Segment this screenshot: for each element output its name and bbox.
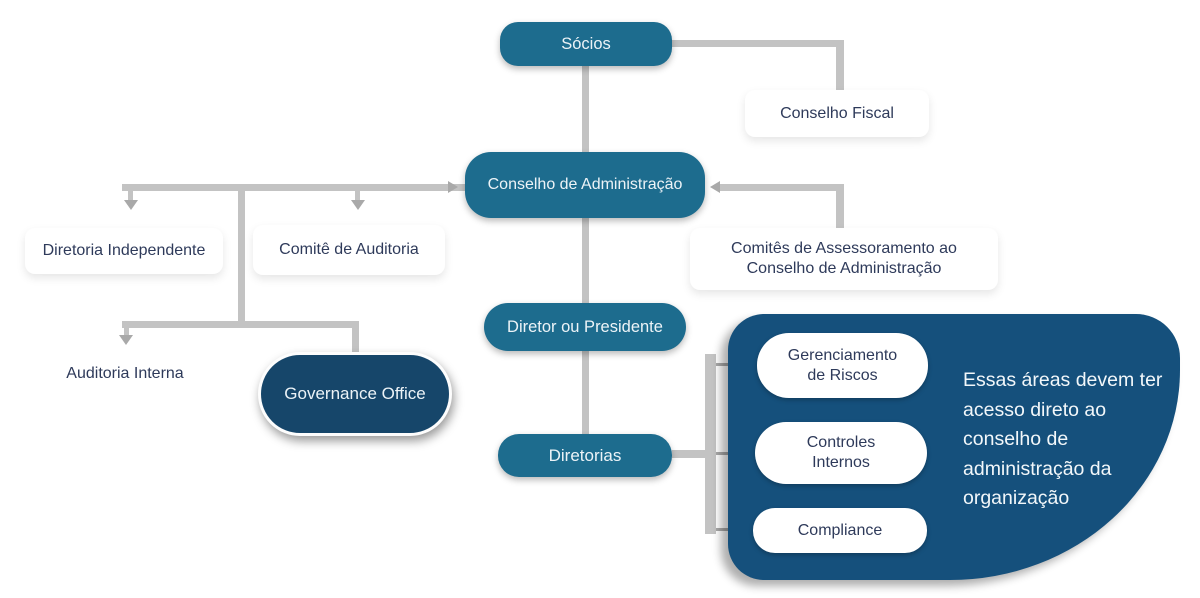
node-gerenciamento-riscos: Gerenciamento de Riscos [757,333,928,398]
node-auditoria-interna: Auditoria Interna [40,352,210,396]
node-controles-internos: Controles Internos [755,422,927,484]
connector-governance-v [352,324,359,352]
connector-socios-conselho [582,66,589,154]
node-label: Comitê de Auditoria [279,241,419,258]
node-comite-auditoria: Comitê de Auditoria [253,225,445,275]
node-diretoria-independente: Diretoria Independente [25,228,223,274]
node-label: Diretoria Independente [42,242,206,259]
arrow-down-comite-auditoria-icon [351,200,365,210]
node-label: Auditoria Interna [66,365,184,382]
arrow-down-auditoria-interna-icon [119,335,133,345]
node-label: Compliance [797,521,883,539]
stub-auditoria-interna [124,328,129,336]
connector-comites-h [720,184,843,191]
connector-diretor-diretorias [582,351,589,435]
node-label: Controles Internos [806,434,876,471]
connector-socios-fiscal-v [836,40,844,92]
node-label: Gerenciamento de Riscos [787,346,898,384]
connector-diretorias-blob-h [672,450,706,458]
node-label: Conselho de Administração [487,176,683,193]
node-socios: Sócios [500,22,672,66]
connector-socios-fiscal-h [672,40,843,47]
connector-comites-v [836,184,844,230]
node-label: Conselho Fiscal [780,104,894,122]
node-conselho-administracao: Conselho de Administração [465,152,705,218]
arrow-into-conselho-left-icon [448,181,458,193]
connector-left-branch-v [238,185,245,328]
connector-left-branch-h [122,184,466,191]
node-label: Comitês de Assessoramento ao Conselho de… [731,240,957,277]
node-compliance: Compliance [753,508,927,553]
node-label: Diretor ou Presidente [507,317,663,336]
connector-sublevel-h [122,321,359,328]
node-governance-office: Governance Office [258,352,452,436]
node-comites-assessoramento: Comitês de Assessoramento ao Conselho de… [690,228,998,290]
stub-diretoria-independente [128,190,133,200]
node-conselho-fiscal: Conselho Fiscal [745,90,929,137]
node-label: Diretorias [548,445,622,465]
stub-comite-auditoria [355,190,360,200]
arrow-into-conselho-right-icon [710,181,720,193]
node-diretorias: Diretorias [498,434,672,477]
connector-blob-spine-v [705,354,716,534]
arrow-down-diretoria-independente-icon [124,200,138,210]
blob-note-text: Essas áreas devem ter acesso direto ao c… [963,369,1163,509]
node-label: Sócios [561,34,611,53]
node-label: Governance Office [284,384,426,404]
connector-conselho-diretor [582,218,589,305]
node-diretor-presidente: Diretor ou Presidente [484,303,686,351]
